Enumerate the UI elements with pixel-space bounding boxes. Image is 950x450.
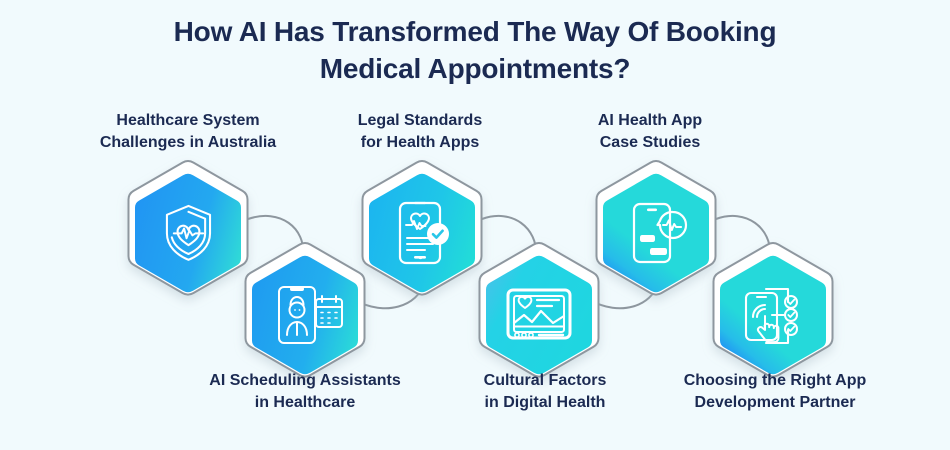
node-cultural-factors-digital-health[interactable] <box>469 242 609 385</box>
label-line-2: for Health Apps <box>360 134 480 152</box>
label-line-2: Challenges in Australia <box>99 134 277 152</box>
page-title: How AI Has Transformed The Way Of Bookin… <box>0 14 950 88</box>
phone-tap-checklist-icon <box>744 287 798 345</box>
hex-fill-6 <box>716 255 830 375</box>
label-healthcare-system-challenges: Healthcare System Challenges in Australi… <box>88 110 288 154</box>
label-line-1: Healthcare System <box>116 112 260 129</box>
label-legal-standards-health-apps: Legal Standards for Health Apps <box>325 110 515 154</box>
shield-heartbeat-icon <box>165 204 212 261</box>
hex-fill-1 <box>131 173 245 293</box>
label-line-1: Choosing the Right App <box>683 372 867 389</box>
label-line-2: Development Partner <box>694 394 856 412</box>
hex-fill-4 <box>482 255 596 375</box>
label-line-1: Cultural Factors <box>483 372 607 389</box>
node-healthcare-system-challenges[interactable] <box>118 160 258 303</box>
label-ai-scheduling-assistants: AI Scheduling Assistants in Healthcare <box>180 370 430 414</box>
phone-pulse-chat-icon <box>632 202 688 264</box>
label-line-2: in Digital Health <box>484 394 606 412</box>
page-title-line-2: Medical Appointments? <box>319 52 631 84</box>
node-legal-standards-health-apps[interactable] <box>352 160 492 303</box>
label-choosing-right-app-partner: Choosing the Right App Development Partn… <box>655 370 895 414</box>
hex-fill-5 <box>599 173 713 293</box>
label-line-2: in Healthcare <box>254 394 356 412</box>
label-line-1: Legal Standards <box>357 112 483 129</box>
node-ai-scheduling-assistants[interactable] <box>235 242 375 385</box>
phone-heartbeat-check-icon <box>398 201 449 265</box>
node-ai-health-app-case-studies[interactable] <box>586 160 726 303</box>
phone-doctor-calendar-icon <box>278 286 343 344</box>
label-line-1: AI Health App <box>597 112 703 129</box>
label-cultural-factors-digital-health: Cultural Factors in Digital Health <box>455 370 635 414</box>
node-choosing-right-app-partner[interactable] <box>703 242 843 385</box>
hex-fill-3 <box>365 173 479 293</box>
hex-fill-2 <box>248 255 362 375</box>
monitor-heart-chart-icon <box>506 288 572 340</box>
page-title-line-1: How AI Has Transformed The Way Of Bookin… <box>173 16 777 47</box>
label-ai-health-app-case-studies: AI Health App Case Studies <box>565 110 735 154</box>
label-line-1: AI Scheduling Assistants <box>209 372 401 389</box>
label-line-2: Case Studies <box>599 134 701 152</box>
